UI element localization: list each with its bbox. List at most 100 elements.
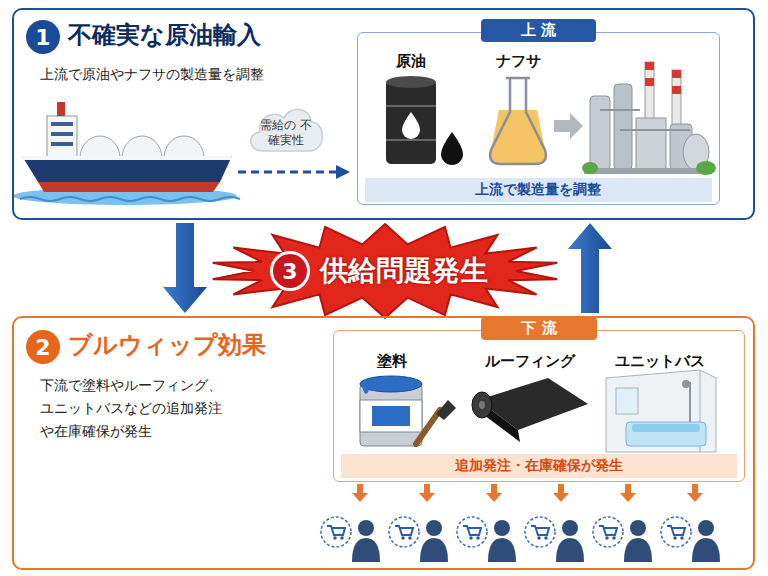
refinery-part — [620, 129, 690, 131]
oil-barrel-part — [386, 105, 436, 107]
refinery-part — [590, 96, 610, 170]
person-head — [358, 520, 374, 536]
cart-wheel — [340, 536, 344, 540]
paint-can-part — [360, 376, 422, 392]
callout-number: 3 — [270, 251, 310, 291]
tanker-ship-part — [22, 156, 232, 182]
paint-can-part — [436, 400, 456, 420]
person-body — [488, 538, 516, 562]
unit-bath-part — [616, 388, 638, 414]
flow-arrow — [163, 223, 207, 313]
person-body — [352, 538, 380, 562]
refinery-part — [645, 78, 654, 86]
paint-can-part — [362, 386, 378, 394]
oil-barrel-part — [386, 139, 436, 141]
cart-icon — [599, 526, 617, 535]
node-heading: 下 流 — [481, 317, 596, 340]
order-arrow-head — [620, 493, 636, 502]
cart-wheel — [476, 536, 480, 540]
person-head — [426, 520, 442, 536]
order-arrow-shaft — [357, 484, 363, 494]
callout-number: 2 — [26, 330, 60, 364]
order-arrow-shaft — [692, 484, 698, 494]
oil-barrel-part — [441, 132, 463, 165]
person-head — [494, 520, 510, 536]
cart-badge — [525, 517, 555, 547]
cart-icon — [531, 526, 549, 535]
unit-bath-part — [606, 370, 716, 452]
node-heading: 不確実な原油輸入 — [68, 20, 753, 50]
cloud-bubble: 需給の 不確実性 — [245, 103, 327, 155]
order-arrow-shaft — [625, 484, 631, 494]
naphtha-flask-part — [490, 78, 546, 164]
node-heading: 上 流 — [481, 19, 596, 42]
node-heading: 需給の 不確実性 — [260, 118, 312, 148]
cart-wheel — [401, 536, 405, 540]
refinery-part — [672, 70, 681, 78]
order-arrow-head — [486, 493, 502, 502]
cart-wheel — [537, 536, 541, 540]
refinery-part — [614, 84, 632, 170]
oil-barrel-part — [386, 80, 436, 164]
unit-bath-part — [626, 422, 706, 446]
roofing-roll-part — [472, 392, 492, 418]
tanker-ship-part — [20, 197, 240, 201]
cart-icon — [463, 526, 481, 535]
caption-band: 追加発注・在庫確保が発生 — [341, 454, 737, 478]
order-arrow-head — [419, 493, 435, 502]
cart-badge — [457, 517, 487, 547]
unit-bath-part — [632, 424, 700, 432]
roofing-roll-part — [479, 401, 485, 409]
paint-can-part — [416, 410, 440, 444]
unit-bath-part — [682, 380, 690, 388]
dashed-arrow-part — [238, 171, 336, 174]
order-arrow-shaft — [558, 484, 564, 494]
unit-bath — [606, 370, 716, 452]
dashed-arrow-part — [336, 165, 350, 179]
refinery-part — [584, 168, 712, 174]
node-heading: 上流で製造量を調整 — [475, 181, 601, 199]
cart-badge — [389, 517, 419, 547]
person-body — [624, 538, 652, 562]
tanker-ship-part — [22, 156, 232, 160]
node-heading: 2 — [35, 335, 50, 360]
cart-wheel — [333, 536, 337, 540]
cart-wheel — [612, 536, 616, 540]
refinery-part — [636, 118, 666, 170]
oil-barrel — [386, 76, 463, 165]
node-heading: 追加発注・在庫確保が発生 — [455, 457, 623, 475]
cart-wheel — [605, 536, 609, 540]
part-label: ユニットバス — [615, 352, 705, 371]
section-panel: 不確実な原油輸入上流で原油やナフサの製造量を調整1需給の 不確実性上 流上流で製… — [12, 8, 755, 220]
person-body — [556, 538, 584, 562]
roofing-roll-part — [478, 400, 520, 442]
cart-wheel — [544, 536, 548, 540]
node-body: 下流で塗料やルーフィング、ユニットバスなどの追加発注や在庫確保が発生 — [40, 374, 226, 443]
cloud-shape — [251, 109, 323, 151]
cart-wheel — [408, 536, 412, 540]
person-head — [630, 520, 646, 536]
paint-can — [360, 376, 456, 446]
tanker-ship-part — [80, 136, 120, 158]
refinery-part — [645, 62, 654, 70]
order-arrow-shaft — [491, 484, 497, 494]
tanker-ship-part — [51, 142, 73, 146]
tanker-ship-part — [57, 102, 65, 116]
cart-icon — [327, 526, 345, 535]
tanker-ship-part — [122, 136, 162, 158]
tanker-ship — [13, 102, 240, 205]
tanker-ship-part — [51, 132, 73, 136]
refinery — [582, 62, 716, 175]
unit-bath-part — [689, 382, 691, 424]
refinery-part — [672, 86, 681, 94]
tanker-ship-part — [164, 136, 204, 158]
flow-arrow — [568, 223, 612, 313]
person-head — [562, 520, 578, 536]
paint-can-part — [360, 384, 422, 446]
part-label: 塗料 — [377, 352, 407, 371]
part-label: ルーフィング — [485, 352, 575, 371]
caption-band: 上流で製造量を調整 — [365, 178, 712, 202]
node-heading: 3 — [282, 259, 297, 284]
starburst: 供給問題発生3 — [208, 222, 562, 320]
